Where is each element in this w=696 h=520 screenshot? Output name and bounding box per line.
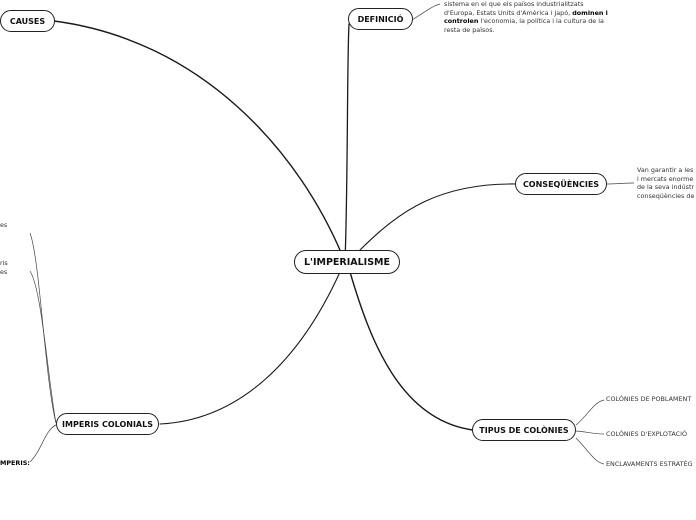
consequencies-line3: de la seva indústr bbox=[637, 183, 695, 192]
left-fragment-2: ris bbox=[0, 259, 8, 267]
definicio-line3-a: controlen bbox=[444, 17, 479, 26]
connector-imperis-sub2 bbox=[29, 270, 57, 424]
consequencies-line1: Van garantir a les bbox=[637, 166, 694, 174]
central-node[interactable]: L'IMPERIALISME bbox=[294, 250, 400, 274]
leaf-colonies-explotacio[interactable]: COLÒNIES D'EXPLOTACIÓ bbox=[606, 430, 687, 438]
connector-imperis bbox=[159, 271, 341, 425]
consequencies-text: Van garantir a les i mercats enorme de l… bbox=[637, 166, 694, 200]
branch-causes[interactable]: CAUSES bbox=[0, 10, 55, 32]
connector-imperis-sub1 bbox=[29, 232, 57, 424]
connector-imperis-sub3 bbox=[29, 424, 57, 463]
connector-causes bbox=[53, 20, 346, 263]
connector-definicio bbox=[344, 23, 350, 263]
definicio-line1: sistema en el que els països industriali… bbox=[444, 0, 584, 8]
left-fragment-3: es bbox=[0, 268, 8, 276]
connector-poblament bbox=[575, 399, 605, 426]
definicio-line2-a: d'Europa, Estats Units d'Amèrica i Japó, bbox=[444, 8, 573, 17]
connector-consequencies bbox=[359, 183, 517, 251]
consequencies-line2: i mercats enorme bbox=[637, 174, 694, 183]
leaf-colonies-poblament[interactable]: COLÒNIES DE POBLAMENT bbox=[606, 395, 692, 403]
definicio-text: sistema en el que els països industriali… bbox=[444, 0, 608, 34]
definicio-line3: controlen l'economia, la política i la c… bbox=[444, 17, 608, 26]
connector-definicio-text bbox=[411, 3, 441, 21]
connector-tipus bbox=[349, 271, 474, 431]
definicio-line2-b: dominen i bbox=[572, 8, 608, 17]
connector-enclavaments bbox=[575, 437, 605, 465]
definicio-line3-b: l'economia, la política i la cultura de … bbox=[478, 17, 604, 26]
definicio-line2: d'Europa, Estats Units d'Amèrica i Japó,… bbox=[444, 9, 608, 18]
connector-explotacio bbox=[575, 430, 605, 435]
left-fragment-1: es bbox=[0, 221, 8, 229]
connector-consequencies-text bbox=[605, 182, 635, 185]
left-fragment-4: MPERIS: bbox=[0, 459, 30, 467]
consequencies-line4: conseqüències de bbox=[637, 191, 695, 200]
definicio-line4: resta de països. bbox=[444, 25, 495, 34]
branch-consequencies[interactable]: CONSEQÜÈNCIES bbox=[515, 173, 607, 195]
branch-imperis-colonials[interactable]: IMPERIS COLONIALS bbox=[56, 413, 159, 435]
branch-tipus-colonies[interactable]: TIPUS DE COLÒNIES bbox=[472, 419, 576, 441]
leaf-enclavaments[interactable]: ENCLAVAMENTS ESTRATÈG bbox=[606, 460, 693, 468]
branch-definicio[interactable]: DEFINICIÓ bbox=[348, 8, 413, 30]
